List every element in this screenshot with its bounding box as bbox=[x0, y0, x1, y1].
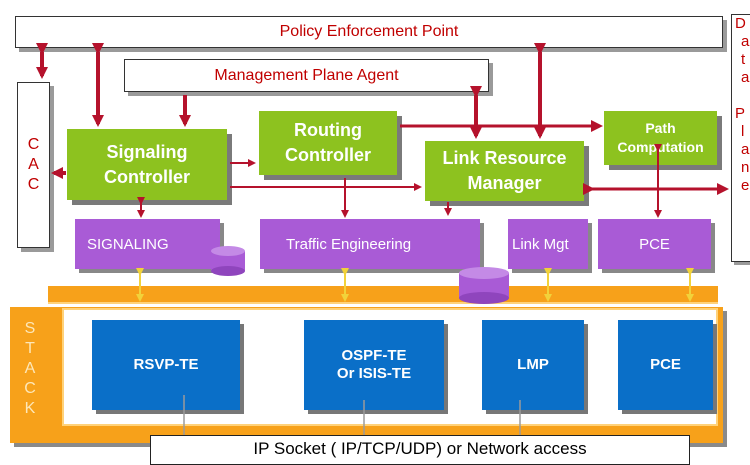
ospf-te-box: OSPF-TE Or ISIS-TE bbox=[304, 320, 444, 410]
signaling-module: SIGNALING bbox=[75, 219, 220, 269]
signaling-controller: Signaling Controller bbox=[67, 129, 227, 200]
stack-label: S T A C K bbox=[24, 320, 36, 417]
cac-box: C A C bbox=[17, 82, 50, 248]
rsvp-te-box: RSVP-TE bbox=[92, 320, 240, 410]
link-resource-manager: Link Resource Manager bbox=[425, 141, 584, 201]
pce-module-label: PCE bbox=[639, 235, 670, 253]
pce-protocol-box: PCE bbox=[618, 320, 713, 410]
link-mgt-module: Link Mgt bbox=[508, 219, 588, 269]
policy-enforcement-point: Policy Enforcement Point bbox=[15, 16, 723, 48]
management-plane-agent: Management Plane Agent bbox=[124, 59, 489, 92]
signaling-db-icon bbox=[210, 245, 246, 277]
mpa-label: Management Plane Agent bbox=[214, 66, 399, 84]
traffic-engineering-module: Traffic Engineering bbox=[260, 219, 480, 269]
pce-module: PCE bbox=[598, 219, 711, 269]
signaling-module-label: SIGNALING bbox=[87, 235, 169, 253]
routing-controller: Routing Controller bbox=[259, 111, 397, 175]
pep-label: Policy Enforcement Point bbox=[279, 23, 459, 40]
te-db-icon bbox=[458, 266, 510, 306]
ip-socket-label: IP Socket ( IP/TCP/UDP) or Network acces… bbox=[253, 439, 587, 458]
lmp-box: LMP bbox=[482, 320, 584, 410]
data-plane-panel: D a t a P l a n e bbox=[731, 14, 750, 262]
link-mgt-label: Link Mgt bbox=[512, 235, 569, 253]
te-module-label: Traffic Engineering bbox=[286, 235, 412, 253]
